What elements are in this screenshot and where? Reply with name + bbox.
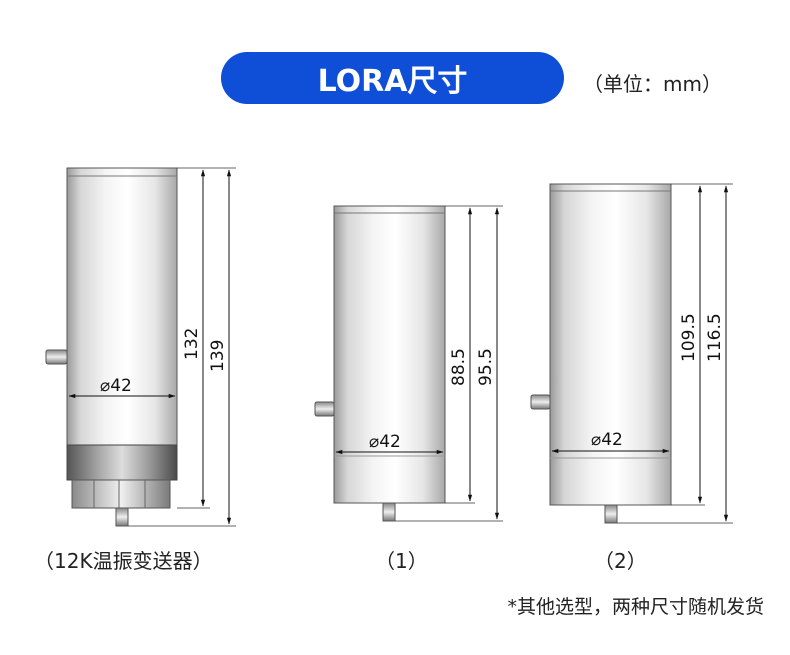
device-base-band	[66, 444, 178, 481]
device-body	[66, 167, 178, 446]
bottom-stub	[604, 504, 618, 524]
bottom-stub	[115, 507, 129, 527]
figure-2-device: ⌀42 109.5 116.5	[530, 183, 733, 524]
figure-1-device: ⌀42 88.5 95.5	[314, 205, 503, 522]
outer-height-label: 116.5	[705, 313, 725, 362]
footnote: *其他选型，两种尺寸随机发货	[507, 596, 764, 618]
diameter-label: ⌀42	[369, 432, 401, 452]
side-connector	[45, 349, 68, 365]
caption-12k: （12K温振变送器）	[34, 549, 213, 573]
page-title: LORA尺寸	[317, 64, 468, 99]
hex-nut	[71, 479, 171, 509]
inner-height-label: 132	[182, 328, 202, 360]
side-connector	[530, 394, 551, 410]
inner-height-label: 88.5	[449, 348, 469, 386]
title-banner: LORA尺寸	[221, 52, 564, 104]
bottom-stub	[382, 502, 396, 522]
inner-height-label: 109.5	[679, 313, 699, 362]
outer-height-label: 95.5	[476, 348, 496, 386]
figure-12k-device: ⌀42 132 139	[45, 167, 236, 527]
unit-note: （单位：mm）	[583, 72, 722, 96]
diameter-label: ⌀42	[591, 430, 623, 450]
diameter-label: ⌀42	[100, 376, 132, 396]
device-body	[333, 205, 446, 504]
device-body	[549, 183, 672, 506]
caption-1: （1）	[375, 549, 428, 573]
side-connector	[314, 401, 335, 417]
caption-2: （2）	[594, 549, 647, 573]
outer-height-label: 139	[208, 340, 228, 372]
